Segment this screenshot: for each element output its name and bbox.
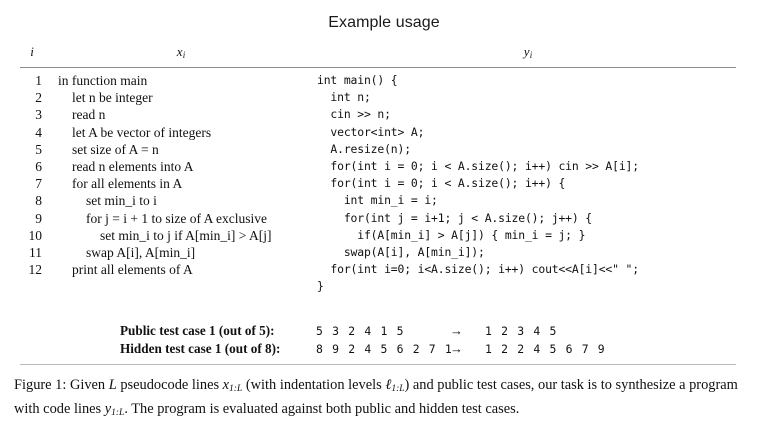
- pseudocode-line: swap A[i], A[min_i]: [86, 244, 196, 260]
- code-line: vector<int> A;: [317, 124, 425, 139]
- caption-mid1: pseudocode lines: [116, 377, 223, 393]
- pseudocode-line: set min_i to i: [86, 193, 157, 209]
- figure-caption: Figure 1: Given L pseudocode lines x1:L …: [14, 376, 754, 423]
- caption-sub-ell: 1:L: [391, 384, 405, 394]
- pseudocode-line: in function main: [58, 73, 148, 88]
- table-row: 3 read n cin >> n;: [20, 106, 736, 123]
- column-header-index: i: [20, 44, 44, 60]
- table-bottom-rule: [20, 364, 736, 365]
- test-case-row: Hidden test case 1 (out of 8): 8 9 2 4 5 …: [20, 340, 736, 358]
- column-header-code: yi: [320, 44, 736, 60]
- code-line: swap(A[i], A[min_i]);: [317, 244, 485, 259]
- table-row: 12 print all elements of A for(int i=0; i…: [20, 261, 736, 278]
- row-index: 12: [28, 262, 43, 278]
- test-case-output: 1 2 3 4 5: [485, 324, 558, 338]
- test-case-input: 8 9 2 4 5 6 2 7 1: [316, 342, 453, 356]
- index-symbol: i: [30, 44, 34, 59]
- table-body: 1 in function main int main() { 2 let n be i…: [20, 72, 736, 278]
- caption-var-ell: ℓ: [385, 377, 392, 393]
- pseudocode-symbol: x: [176, 44, 183, 59]
- caption-sub-x: 1:L: [229, 384, 243, 394]
- code-line: A.resize(n);: [317, 141, 411, 156]
- code-line: for(int i=0; i<A.size(); i++) cout<<A[i]…: [317, 262, 639, 277]
- row-index: 4: [35, 124, 42, 140]
- table-top-rule: [20, 67, 736, 68]
- code-line: cin >> n;: [317, 107, 391, 122]
- caption-var-y: y: [104, 400, 112, 417]
- code-line: for(int i = 0; i < A.size(); i++) cin >>…: [317, 158, 639, 173]
- row-index: 10: [28, 227, 43, 243]
- test-cases: Public test case 1 (out of 5): 5 3 2 4 1 …: [20, 322, 736, 358]
- code-line: for(int j = i+1; j < A.size(); j++) {: [317, 210, 593, 225]
- figure-title: Example usage: [328, 14, 440, 31]
- test-case-label: Public test case 1 (out of 5):: [120, 323, 275, 338]
- code-line: if(A[min_i] > A[j]) { min_i = j; }: [317, 227, 586, 242]
- pseudocode-subscript: i: [182, 50, 186, 60]
- test-case-row: Public test case 1 (out of 5): 5 3 2 4 1 …: [20, 322, 736, 340]
- code-line: for(int i = 0; i < A.size(); i++) {: [317, 176, 566, 191]
- row-index: 1: [35, 73, 42, 88]
- caption-prefix: Figure 1: Given: [14, 377, 109, 393]
- table-row: 10 set min_i to j if A[min_i] > A[j] if(A…: [20, 227, 736, 244]
- table-row: 8 set min_i to i int min_i = i;: [20, 192, 736, 209]
- pseudocode-line: print all elements of A: [72, 262, 193, 278]
- row-index: 3: [35, 107, 42, 123]
- code-line: int n;: [317, 90, 371, 105]
- code-symbol: y: [523, 44, 530, 59]
- caption-var-x: x: [222, 377, 230, 393]
- test-case-output: 1 2 2 4 5 6 7 9: [485, 342, 606, 356]
- code-subscript: i: [529, 50, 533, 60]
- caption-mid2: (with indentation levels: [242, 377, 386, 393]
- right-arrow-icon: →: [450, 323, 463, 338]
- caption-var-L: L: [108, 377, 117, 393]
- row-index: 8: [35, 193, 42, 209]
- table-row: 9 for j = i + 1 to size of A exclusive fo…: [20, 210, 736, 227]
- row-index: 11: [29, 244, 42, 260]
- pseudocode-line: for all elements in A: [72, 176, 183, 192]
- closing-brace: }: [317, 279, 324, 294]
- table-row: 6 read n elements into A for(int i = 0; i…: [20, 158, 736, 175]
- table-row: 1 in function main int main() {: [20, 72, 736, 89]
- right-arrow-icon: →: [450, 341, 463, 356]
- code-line: int min_i = i;: [317, 193, 438, 208]
- table-row: 5 set size of A = n A.resize(n);: [20, 141, 736, 158]
- pseudocode-line: read n: [72, 107, 106, 123]
- table-row: 11 swap A[i], A[min_i] swap(A[i], A[min_i…: [20, 244, 736, 261]
- caption-sub-y: 1:L: [111, 407, 125, 418]
- test-case-input: 5 3 2 4 1 5: [316, 324, 405, 338]
- pseudocode-line: let A be vector of integers: [72, 124, 212, 140]
- caption-mid3: ) and public test cases, our task is to …: [14, 377, 738, 417]
- row-index: 5: [35, 141, 42, 157]
- row-index: 6: [35, 158, 42, 174]
- table-row: 7 for all elements in A for(int i = 0; i …: [20, 175, 736, 192]
- table-row: 4 let A be vector of integers vector<int>…: [20, 124, 736, 141]
- caption-suffix: . The program is evaluated against both …: [124, 400, 520, 417]
- row-index: 2: [35, 90, 42, 106]
- row-index: 7: [35, 176, 42, 192]
- pseudocode-line: set size of A = n: [72, 141, 159, 157]
- pseudocode-line: read n elements into A: [72, 158, 194, 174]
- row-index: 9: [35, 210, 42, 226]
- closing-brace-row: }: [20, 278, 736, 295]
- pseudocode-line: let n be integer: [72, 90, 153, 106]
- pseudocode-line: set min_i to j if A[min_i] > A[j]: [100, 227, 272, 243]
- test-case-label: Hidden test case 1 (out of 8):: [120, 341, 281, 356]
- table-header-row: i xi yi: [20, 44, 736, 64]
- column-header-pseudocode: xi: [46, 44, 316, 60]
- code-line: int main() {: [317, 73, 398, 87]
- table-row: 2 let n be integer int n;: [20, 89, 736, 106]
- pseudocode-line: for j = i + 1 to size of A exclusive: [86, 210, 267, 226]
